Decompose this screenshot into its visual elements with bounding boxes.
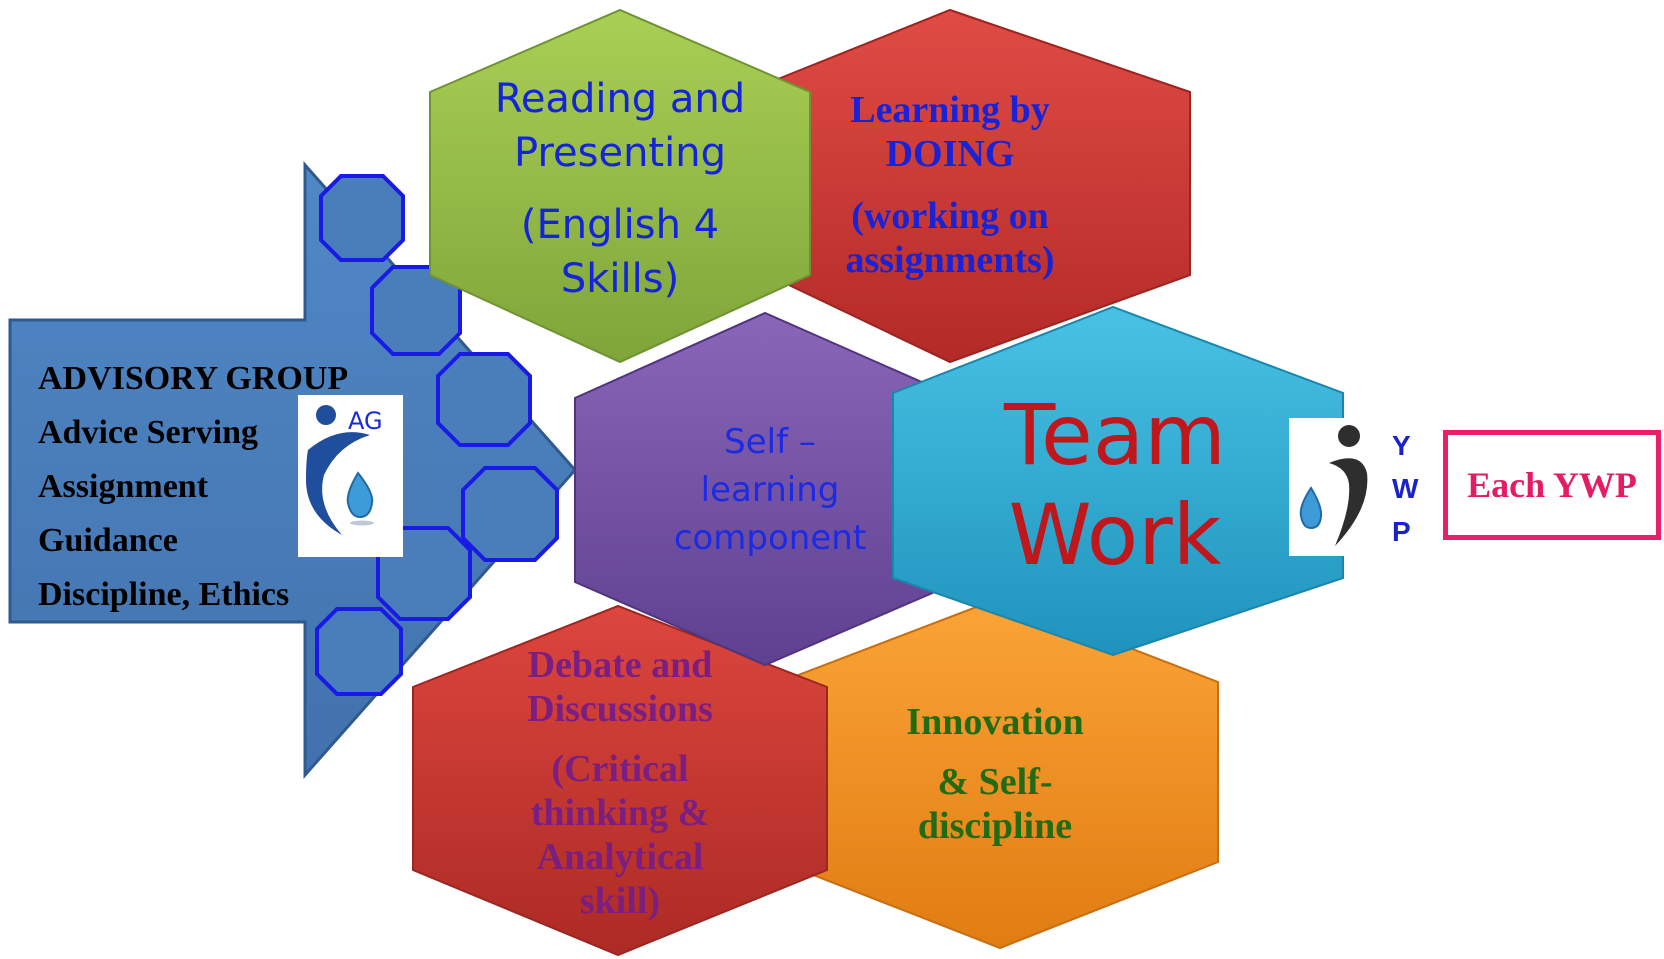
each-ywp-box: Each YWP (1443, 430, 1661, 540)
hex-learning-line-2: DOING (885, 133, 1015, 175)
hex-learning-line-3: (working on (851, 195, 1049, 237)
hex-debate-text: Debate and Discussions (Critical thinkin… (470, 643, 770, 923)
hex-debate-line-5: Analytical (536, 836, 704, 878)
ywp-letters: Y W P (1392, 424, 1418, 553)
octagon-4 (461, 466, 559, 562)
hex-team-text: Team Work (960, 385, 1270, 585)
ag-logo-icon: AG (298, 395, 403, 557)
hex-debate-line-4: thinking & (530, 792, 710, 834)
hex-debate-line-6: skill) (579, 880, 661, 922)
hex-debate-line-1: Debate and (527, 644, 713, 686)
hex-reading-line-4: Skills) (560, 256, 680, 302)
hex-innovation-line-2: & Self- (937, 761, 1053, 803)
hex-reading-line-3: (English 4 (520, 202, 720, 248)
octagon-1 (319, 174, 405, 262)
hex-debate (412, 604, 828, 957)
hex-reading (429, 8, 811, 364)
hex-debate-line-2: Discussions (527, 688, 713, 730)
ywp-letter-w: W (1392, 473, 1419, 504)
hex-innovation-line-1: Innovation (906, 701, 1084, 743)
ag-logo-text: AG (348, 407, 383, 435)
hex-reading-line-1: Reading and (494, 76, 746, 122)
ywp-letter-y: Y (1392, 430, 1411, 461)
advisory-line-1: ADVISORY GROUP (38, 360, 349, 397)
hex-innovation-text: Innovation & Self- discipline (850, 700, 1140, 848)
hex-innovation-line-3: discipline (917, 805, 1073, 847)
octagon-chain (315, 174, 559, 696)
hex-learning-line-4: assignments) (845, 239, 1055, 281)
ywp-letter-p: P (1392, 516, 1411, 547)
water-drop-icon (346, 471, 374, 519)
hex-learning-text: Learning by DOING (working on assignment… (800, 88, 1100, 282)
hex-self-line-3: component (673, 518, 867, 558)
hex-team-line-2: Work (1008, 486, 1222, 584)
hex-self-line-1: Self – (724, 422, 816, 462)
hex-team (892, 305, 1344, 657)
hex-learning-line-1: Learning by (850, 89, 1050, 131)
advisory-line-2: Advice Serving (38, 414, 259, 451)
each-ywp-label: Each YWP (1467, 465, 1637, 505)
hex-self-line-2: learning (700, 470, 840, 510)
hex-reading-text: Reading and Presenting (English 4 Skills… (470, 72, 770, 306)
advisory-text: ADVISORY GROUP Advice Serving Assignment… (38, 352, 348, 622)
advisory-line-3: Assignment (38, 468, 209, 505)
octagon-6 (315, 607, 403, 696)
advisory-line-4: Guidance (38, 522, 178, 559)
water-drop-icon (1299, 486, 1323, 530)
hex-reading-line-2: Presenting (514, 130, 726, 176)
advisory-line-5: Discipline, Ethics (38, 576, 290, 613)
hex-debate-line-3: (Critical (551, 748, 689, 790)
ywp-logo-icon (1289, 418, 1378, 556)
octagon-3 (436, 352, 532, 447)
hex-self-text: Self – learning component (630, 418, 910, 562)
hex-team-line-1: Team (1003, 386, 1227, 484)
